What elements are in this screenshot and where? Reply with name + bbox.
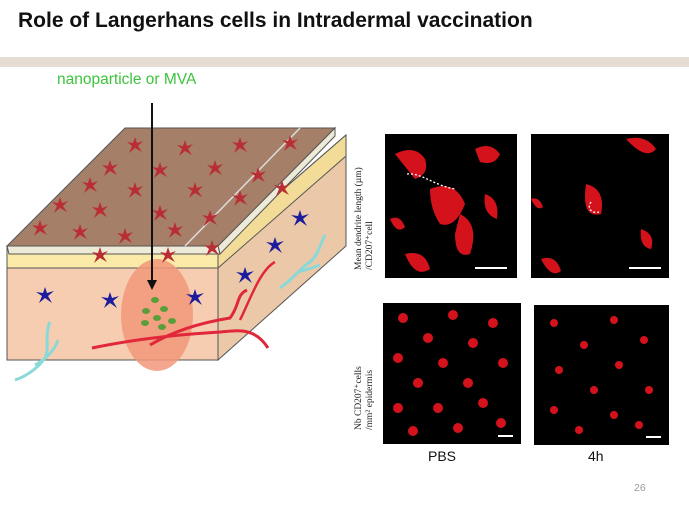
y-label-dendrite-line2: /CD207⁺cell [365,221,375,270]
y-label-dendrite: Mean dendrite length (µm) /CD207⁺cell [354,167,376,270]
y-label-count-line2: /mm² epidermis [365,369,375,430]
y-label-count-line1: Nb CD207⁺cells [354,366,364,430]
page-number: 26 [634,482,646,494]
micro-pbs-count [383,303,521,444]
micro-4h-dendrite [531,134,669,278]
skin-diagram [5,103,347,382]
column-label-4h: 4h [588,448,604,464]
y-label-dendrite-line1: Mean dendrite length (µm) [354,167,364,270]
column-label-pbs: PBS [428,448,457,464]
slide-title: Role of Langerhans cells in Intradermal … [18,9,533,32]
nanoparticle-label: nanoparticle or MVA [57,71,197,88]
title-underline-band [0,57,689,67]
micro-pbs-dendrite [385,134,517,278]
y-label-count: Nb CD207⁺cells /mm² epidermis [354,366,376,430]
micro-4h-count [534,305,669,445]
